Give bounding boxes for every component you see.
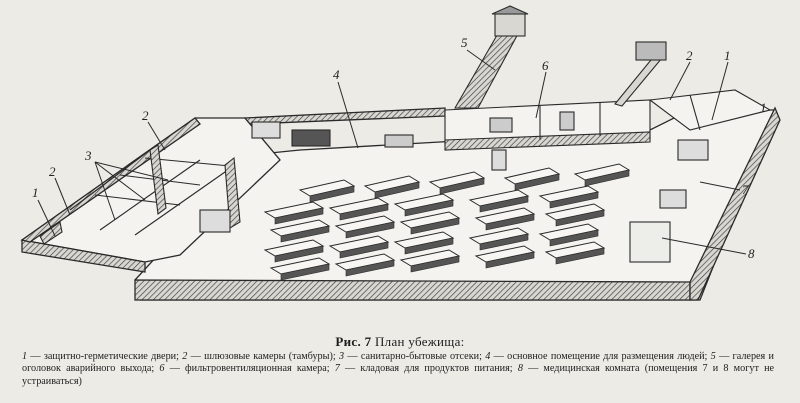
callout-2-left: 2	[49, 164, 56, 179]
bench-side	[339, 203, 389, 221]
bench-side	[309, 185, 355, 203]
callout-1-upper: 1	[760, 100, 767, 115]
bench-side	[549, 191, 599, 209]
filter-ventilation-block	[444, 89, 772, 263]
bench-side	[479, 195, 529, 213]
main-hall-right-wall	[689, 106, 781, 301]
callout-1-left: 1	[32, 185, 39, 200]
callout-lines	[37, 49, 747, 255]
bench-side	[555, 247, 605, 265]
callout-6: 6	[542, 58, 549, 73]
bench-side	[410, 217, 460, 235]
legend-item-6: 6 — фильтровентиляционная камера;	[159, 363, 330, 375]
bench-side	[479, 233, 529, 251]
bench-side	[280, 225, 330, 243]
bench-side	[339, 241, 389, 259]
bench-side	[410, 255, 460, 273]
bench-side	[345, 221, 395, 239]
figure-number: Рис. 7	[335, 334, 372, 349]
callout-labels: 1 2 3 4 5 6 2 1 7 8 2 1	[32, 35, 767, 261]
bench-side	[584, 169, 630, 187]
callout-4: 4	[333, 67, 340, 82]
figure-caption: Рис. 7 План убежища:	[0, 334, 800, 350]
air-intake-duct	[614, 41, 667, 107]
legend-item-2: 2 — шлюзовые камеры (тамбуры);	[182, 351, 336, 362]
bench-side	[404, 199, 454, 217]
shelter-plan-drawing: 1 2 3 4 5 6 2 1 7 8 2 1	[20, 5, 781, 301]
figure-legend: 1 — защитно-герметические двери; 2 — шлю…	[22, 351, 774, 388]
bench-side	[374, 181, 420, 199]
callout-5: 5	[461, 35, 468, 50]
callout-2-right: 2	[686, 48, 693, 63]
bench-side	[485, 213, 535, 231]
bench-side	[280, 263, 330, 281]
hall-equipment	[251, 121, 507, 171]
legend-item-5: 5 — галерея и оголовок аварийного выхода…	[22, 351, 774, 375]
callout-3-left: 3	[84, 148, 92, 163]
callout-8: 8	[748, 246, 755, 261]
main-hall-front-wall	[134, 279, 691, 301]
bench-side	[274, 245, 324, 263]
left-wing-rooms	[39, 144, 241, 245]
left-wing-front-wall	[21, 239, 146, 273]
legend-item-8: 8 — медицинская комната (помещения 7 и 8…	[22, 363, 775, 387]
legend-item-1: 1 — защитно-герметические двери;	[22, 351, 179, 362]
legend-item-4: 4 — основное помещение для размещения лю…	[485, 351, 708, 362]
legend-item-3: 3 — санитарно-бытовые отсеки;	[339, 351, 482, 362]
bench-side	[514, 173, 560, 191]
figure-title: План убежища:	[374, 334, 465, 349]
callout-1-right: 1	[724, 48, 731, 63]
emergency-exit-gallery	[454, 5, 529, 109]
callout-7: 7	[742, 182, 749, 197]
bench-side	[439, 177, 485, 195]
callout-2-upper: 2	[142, 108, 149, 123]
bench-side	[404, 237, 454, 255]
bench-rows	[263, 163, 631, 281]
bench-side	[555, 209, 605, 227]
legend-item-7: 7 — кладовая для продуктов питания;	[334, 363, 513, 375]
bench-side	[549, 229, 599, 247]
bench-side	[485, 251, 535, 269]
bench-side	[345, 259, 395, 277]
bench-side	[274, 207, 324, 225]
